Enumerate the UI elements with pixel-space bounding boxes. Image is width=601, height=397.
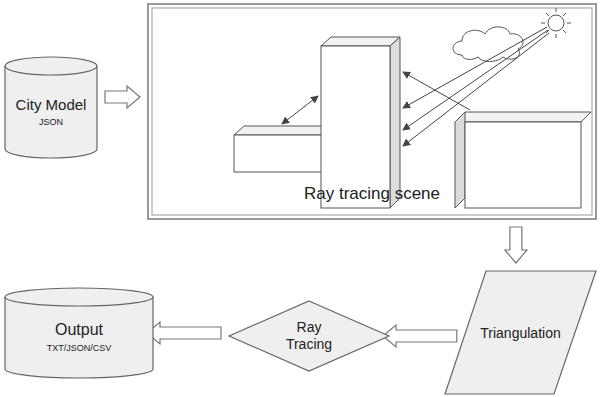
- flow-arrow: [147, 322, 221, 344]
- flow-arrow: [105, 86, 140, 108]
- frame-inner: [152, 8, 592, 215]
- decision-diamond: Ray Tracing: [228, 300, 390, 372]
- node-title: Output: [55, 321, 103, 339]
- scene-box: Ray tracing scene: [147, 3, 597, 220]
- process-parallelogram: Triangulation: [444, 270, 597, 395]
- node-title: Ray Tracing: [274, 319, 344, 353]
- node-subtitle: TXT/JSON/CSV: [47, 343, 112, 353]
- node-title: City Model: [16, 96, 87, 113]
- sun: [541, 8, 571, 38]
- database-cylinder: City ModelJSON: [4, 57, 98, 158]
- cloud: [453, 27, 523, 62]
- database-cylinder: OutputTXT/JSON/CSV: [4, 288, 154, 378]
- light-rays: [282, 27, 549, 146]
- tall-building: [321, 37, 400, 208]
- flow-arrow: [383, 325, 457, 347]
- node-title: Triangulation: [480, 325, 560, 341]
- node-subtitle: JSON: [39, 117, 63, 127]
- flow-arrow: [505, 227, 527, 263]
- right-building: [455, 112, 591, 208]
- node-title: Ray tracing scene: [149, 184, 595, 204]
